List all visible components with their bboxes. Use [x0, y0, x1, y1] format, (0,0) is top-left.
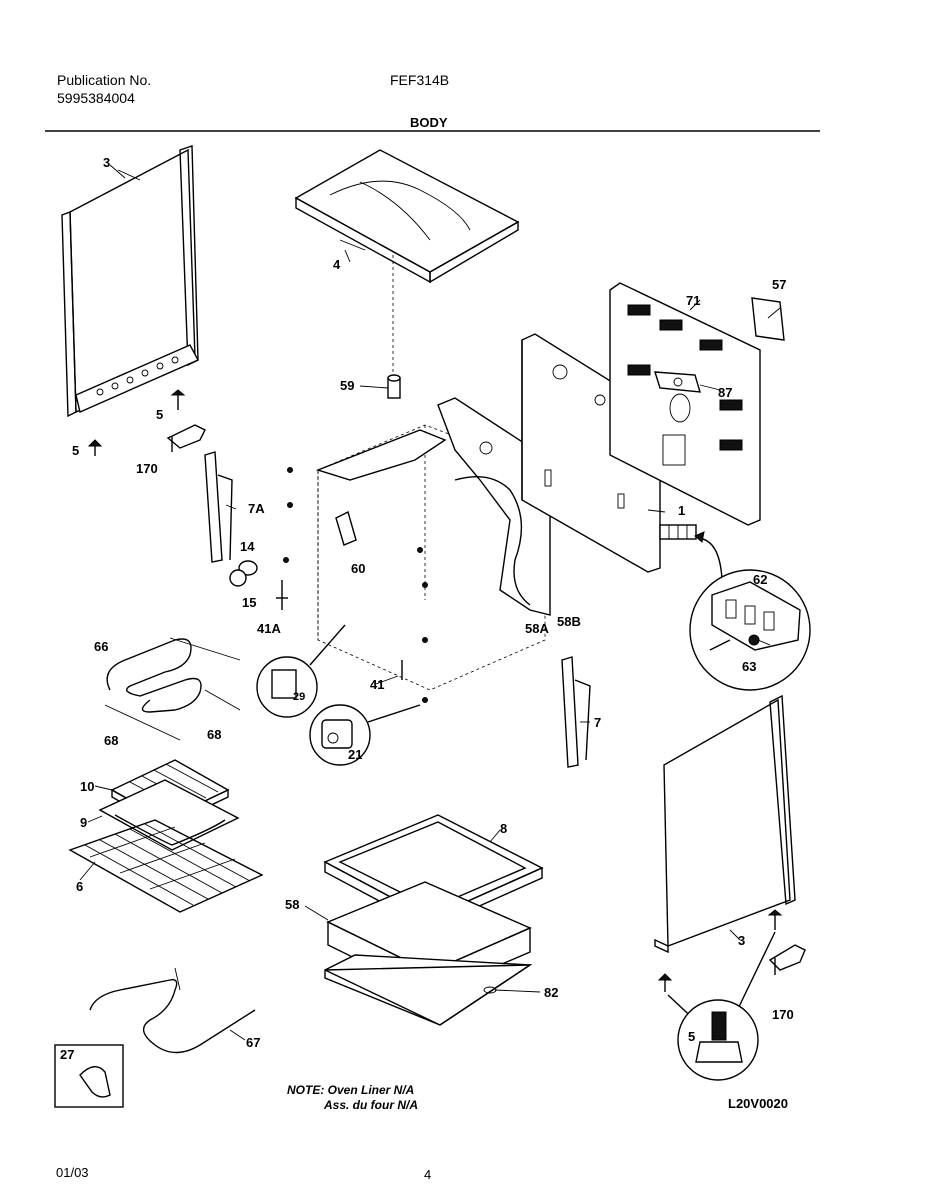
label-part-5-detail: 5	[688, 1029, 696, 1044]
publication-number: 5995384004	[57, 90, 135, 106]
label-part-5-upper: 5	[156, 407, 164, 422]
right-side-panel	[654, 694, 796, 954]
bake-element-67	[89, 967, 256, 1054]
rear-cover	[609, 282, 761, 526]
part-27-detail-box	[54, 1044, 124, 1108]
label-part-68-right: 68	[207, 727, 222, 742]
label-part-29: 29	[293, 691, 306, 703]
part-68-wire-left	[104, 704, 181, 741]
label-part-14: 14	[240, 539, 255, 554]
part-60-clip	[335, 510, 357, 546]
diagram-code: L20V0020	[728, 1096, 788, 1111]
screw-5-lower	[87, 439, 103, 456]
label-part-3-right: 3	[738, 933, 746, 948]
top-panel	[294, 149, 520, 284]
page-number: 4	[424, 1167, 432, 1182]
screw-5-upper	[170, 389, 186, 410]
label-part-170-right: 170	[772, 1007, 794, 1022]
label-part-8: 8	[500, 821, 508, 836]
label-part-68-left: 68	[104, 733, 119, 748]
label-part-27: 27	[60, 1047, 75, 1062]
rack-support-7	[561, 656, 591, 768]
part-29-detail	[256, 624, 346, 718]
label-part-58: 58	[285, 897, 300, 912]
leveling-bracket-170-left	[166, 424, 206, 452]
label-part-71: 71	[686, 293, 701, 308]
publication-label: Publication No.	[57, 72, 152, 88]
part-41A-clip	[276, 580, 288, 610]
label-part-57: 57	[772, 277, 787, 292]
part-21-detail	[309, 704, 421, 766]
part-68-wire-right	[204, 689, 241, 711]
label-part-7A: 7A	[248, 501, 265, 516]
label-part-6: 6	[76, 879, 84, 894]
label-part-10: 10	[80, 779, 95, 794]
broil-element-66	[106, 637, 241, 713]
label-part-60: 60	[351, 561, 366, 576]
label-part-63: 63	[742, 659, 757, 674]
label-part-41A: 41A	[257, 621, 281, 636]
rack-support-7A	[204, 451, 233, 563]
left-side-panel	[61, 145, 199, 418]
label-part-66: 66	[94, 639, 109, 654]
leveling-bracket-170-right	[768, 944, 806, 975]
label-part-1: 1	[678, 503, 686, 518]
part-57-plate	[751, 297, 785, 341]
terminal-block	[659, 524, 697, 540]
label-part-5-lower: 5	[72, 443, 80, 458]
screw-right-lower	[657, 973, 673, 992]
model-number: FEF314B	[390, 72, 450, 88]
part-59-foot	[387, 374, 401, 399]
oven-light-socket	[229, 560, 258, 587]
cavity-screws	[283, 467, 428, 703]
label-part-4: 4	[333, 257, 341, 272]
label-part-21: 21	[348, 747, 363, 762]
label-part-67: 67	[246, 1035, 261, 1050]
footer-date: 01/03	[56, 1165, 89, 1180]
oven-rack-6	[68, 819, 264, 913]
section-title: BODY	[410, 115, 448, 130]
note-line-1: NOTE: Oven Liner N/A	[287, 1083, 415, 1097]
label-part-9: 9	[80, 815, 88, 830]
label-part-3-left: 3	[103, 155, 111, 170]
label-part-82: 82	[544, 985, 559, 1000]
note-line-2: Ass. du four N/A	[324, 1098, 419, 1112]
label-part-62: 62	[753, 572, 768, 587]
bottom-panel-82	[324, 954, 533, 1026]
label-part-7: 7	[594, 715, 602, 730]
terminal-detail-callout	[689, 531, 811, 691]
label-part-15: 15	[242, 595, 257, 610]
label-part-58A: 58A	[525, 621, 549, 636]
label-part-170-left: 170	[136, 461, 158, 476]
screw-right-upper	[767, 909, 783, 930]
front-frame	[315, 397, 551, 616]
label-part-59: 59	[340, 378, 355, 393]
part-87-bracket	[654, 371, 701, 393]
label-part-41: 41	[370, 677, 385, 692]
label-part-58B: 58B	[557, 614, 581, 629]
oven-cavity-outline	[317, 424, 546, 691]
label-part-87: 87	[718, 385, 733, 400]
leveling-leg-detail	[667, 931, 776, 1081]
